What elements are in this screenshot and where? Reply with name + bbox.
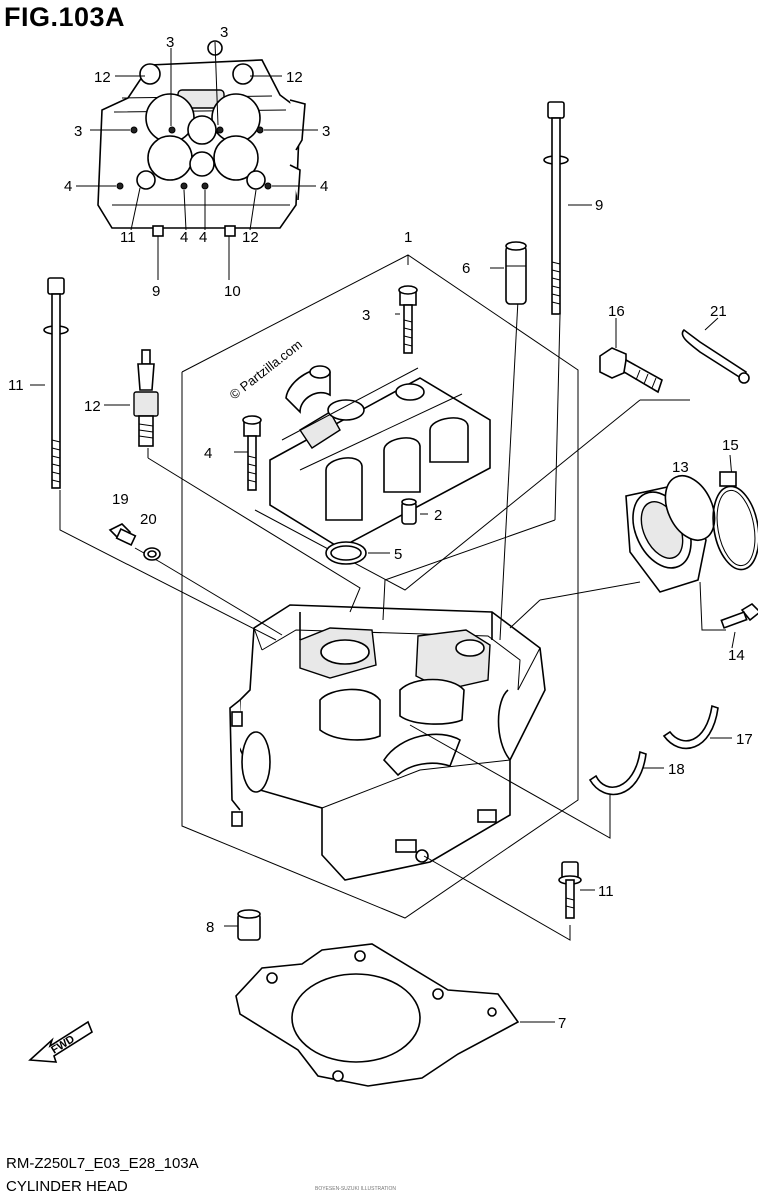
callout-3: 3 (362, 307, 370, 324)
main-leader-lines (30, 204, 736, 1023)
callout-9: 11 (598, 883, 614, 900)
callout-21: 21 (710, 303, 727, 320)
callout-9: 10 (224, 283, 241, 300)
callout-4: 4 (64, 178, 72, 195)
callout-11: 11 (8, 377, 24, 394)
callout-11: 11 (120, 229, 136, 246)
callout-12: 12 (94, 69, 111, 86)
callout-11: 12 (242, 229, 259, 246)
cylinder-head-top-view-inset (97, 40, 306, 237)
model-code-label: RM-Z250L7_E03_E28_103A (6, 1155, 199, 1172)
assembly-frame-lines (181, 254, 690, 919)
camshaft-holder-part: © Partzilla.com (227, 337, 491, 549)
callout-3: 3 (220, 24, 228, 41)
bolt-19-part (108, 523, 137, 546)
callout-7: 7 (558, 1015, 566, 1032)
callout-16: 16 (608, 303, 625, 320)
cam-guide-part-6 (505, 241, 527, 305)
intake-pipe-part (625, 475, 716, 593)
bolt-14-part (720, 602, 758, 629)
callout-3: 3 (166, 34, 174, 51)
callout-15: 15 (722, 437, 739, 454)
callout-14: 14 (728, 647, 745, 664)
figure-title: FIG.103A (4, 2, 126, 32)
holder-bolt-4 (242, 415, 262, 491)
callout-19: 19 (112, 491, 129, 508)
holder-bolt-3 (398, 285, 418, 354)
callout-20: 20 (140, 511, 157, 528)
callout-9: 9 (152, 283, 160, 300)
fine-print-text: BOYESEN-SUZUKI ILLUSTRATION (315, 1186, 397, 1192)
callout-10: 9 (595, 197, 603, 214)
spark-plug-part (133, 349, 159, 447)
bolt-9-part (558, 861, 582, 919)
half-moon-seal-17 (662, 704, 719, 750)
callout-6: 6 (462, 260, 470, 277)
head-gasket-part (235, 943, 520, 1087)
callout-3: 3 (74, 123, 82, 140)
callout-8: 8 (206, 919, 214, 936)
forward-arrow-icon: FWD (28, 1020, 93, 1063)
inset-leader-lines (76, 41, 318, 280)
callout-18: 18 (668, 761, 685, 778)
bolt-16-part (599, 347, 663, 394)
callout-4: 4 (320, 178, 328, 195)
section-name-label: CYLINDER HEAD (6, 1178, 128, 1195)
callout-12: 12 (286, 69, 303, 86)
dowel-pin-8 (237, 909, 261, 941)
callout-1: 1 (404, 229, 412, 246)
callout-13: 13 (672, 459, 689, 476)
callout-4: 4 (180, 229, 188, 246)
callout-4: 4 (199, 229, 207, 246)
long-bolt-11 (43, 277, 69, 489)
callout-labels: 3 3 12 12 3 3 4 4 11 4 4 12 9 10 1 6 3 4… (8, 24, 753, 1032)
long-bolt-10 (543, 101, 569, 315)
half-moon-seal-18 (588, 750, 647, 796)
dowel-pin-part (401, 498, 417, 525)
callout-5: 5 (394, 546, 402, 563)
callout-12: 12 (84, 398, 101, 415)
callout-3: 3 (322, 123, 330, 140)
clamp-band-21-part (681, 328, 750, 384)
callout-2: 2 (434, 507, 442, 524)
cylinder-head-part (229, 604, 546, 881)
callout-4: 4 (204, 445, 212, 462)
callout-17: 17 (736, 731, 753, 748)
